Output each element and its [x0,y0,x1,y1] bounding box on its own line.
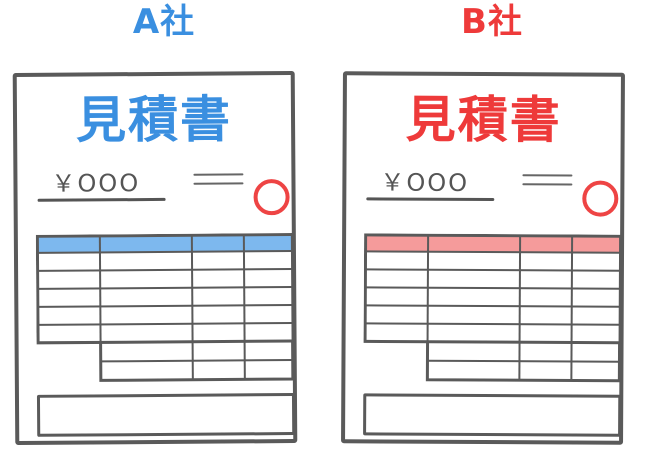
table-row-line [366,250,621,254]
document-title: 見積書 [75,90,233,150]
notes-box [36,393,296,437]
table-row-line [365,286,620,290]
hanko-seal-icon [253,179,290,216]
table-row-line [365,322,620,326]
table-frame [363,233,623,345]
line-items-table-drawing [35,233,295,382]
table-row-line [37,250,292,254]
table-column-line [98,236,102,343]
amount-value: ￥OOO [51,169,141,198]
table-row-line [427,359,620,363]
company-b-label: B社 [461,2,523,42]
quotation-document-a: 見積書 ￥OOO [12,71,298,445]
table-row-line [38,322,293,326]
amount-underline [37,197,166,202]
table-column-line [426,235,430,342]
table-row-line [38,268,293,272]
line-items-table [35,233,295,385]
table-column-line [190,235,194,342]
amount-value: ￥OOO [380,168,470,197]
table-row-line [100,359,293,363]
table-row-line [38,304,293,308]
table-column-line [518,236,522,343]
notes-box [363,393,622,437]
line-items-table [363,233,623,384]
table-column-line [242,235,246,342]
document-title: 見積書 [405,90,562,150]
table-row-line [365,304,620,308]
table-row-line [38,286,293,290]
sender-info-lines [193,173,244,191]
table-column-line [570,236,574,343]
amount-underline [366,197,495,202]
table-frame [35,233,295,345]
quotation-document-b: 見積書 ￥OOO [341,71,625,445]
hanko-seal-icon [582,180,619,217]
table-row-line [365,268,620,272]
table-header-row [37,235,292,253]
line-items-table-drawing [363,233,623,383]
table-header-row [366,235,621,253]
company-a-label: A社 [132,2,196,42]
sender-info-lines [522,174,573,192]
